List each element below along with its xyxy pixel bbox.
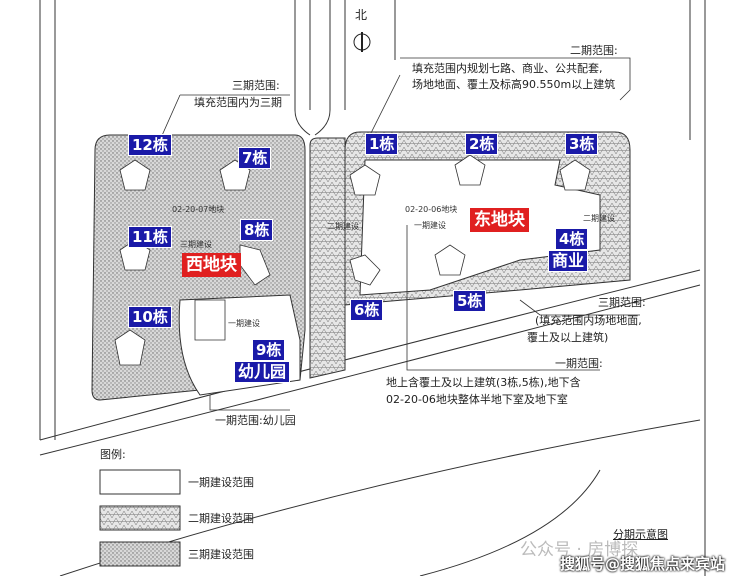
- building-4-label: 4栋: [555, 228, 589, 250]
- west-plot-code: 02-20-07地块: [172, 205, 225, 214]
- watermark-sohu: 搜狐号@搜狐焦点来宾站: [560, 555, 726, 573]
- kindergarten-label: 幼儿园: [234, 361, 291, 383]
- building-11-label: 11栋: [128, 226, 172, 248]
- east-phase-label: 一期建设: [414, 221, 446, 230]
- west-phase-label: 三期建设: [180, 240, 212, 249]
- phase3-east-line1: (填充范围内场地地面,: [535, 314, 642, 327]
- kinder-phase-label: 一期建设: [228, 319, 260, 328]
- legend-title: 图例:: [100, 448, 126, 461]
- building-9-label: 9栋: [252, 339, 286, 361]
- building-2-label: 2栋: [465, 133, 499, 155]
- phase2-note-line1: 填充范围内规划七路、商业、公共配套,: [412, 62, 603, 75]
- phase2-note-line2: 场地地面、覆土及标高90.550m以上建筑: [412, 78, 616, 91]
- building-10-label: 10栋: [128, 306, 172, 328]
- central-strip-area: [309, 137, 346, 379]
- legend-label-phase3: 三期建设范围: [188, 548, 254, 561]
- building-1-label: 1栋: [365, 133, 399, 155]
- legend-swatch-phase2: [99, 505, 181, 531]
- north-label: 北: [355, 8, 368, 22]
- phase1-kinder-note: 一期范围:幼儿园: [215, 414, 296, 427]
- building-6-label: 6栋: [350, 299, 384, 321]
- building-5-label: 5栋: [453, 290, 487, 312]
- west-plot-name: 西地块: [182, 253, 241, 277]
- building-8-label: 8栋: [240, 219, 274, 241]
- phase3-east-title: 三期范围:: [598, 296, 646, 309]
- watermark-wechat: 公众号 · 房博探: [520, 540, 639, 560]
- east-phase2-label: 二期建设: [583, 214, 615, 223]
- legend-swatch-phase1: [99, 469, 181, 495]
- phase1-note-line2: 02-20-06地块整体半地下室及地下室: [386, 393, 568, 406]
- phase1-note-title: 一期范围:: [555, 357, 603, 370]
- phase3-note-title: 三期范围:: [232, 79, 280, 92]
- mid-phase2-label: 二期建设: [327, 222, 359, 231]
- phase3-east-line2: 覆土及以上建筑): [527, 331, 609, 344]
- building-12-label: 12栋: [128, 134, 172, 156]
- caption: 分期示意图: [613, 528, 668, 541]
- phase1-note-line1: 地上含覆土及以上建筑(3栋,5栋),地下含: [386, 376, 581, 389]
- legend-label-phase2: 二期建设范围: [188, 512, 254, 525]
- phase3-note-text: 填充范围内为三期: [194, 96, 282, 109]
- phase2-note-title: 二期范围:: [570, 44, 618, 57]
- east-plot-code: 02-20-06地块: [405, 205, 458, 214]
- east-plot-name: 东地块: [470, 208, 529, 232]
- commercial-label: 商业: [548, 250, 589, 272]
- legend-swatch-phase3: [99, 541, 181, 567]
- legend-label-phase1: 一期建设范围: [188, 476, 254, 489]
- building-7-label: 7栋: [238, 147, 272, 169]
- building-3-label: 3栋: [565, 133, 599, 155]
